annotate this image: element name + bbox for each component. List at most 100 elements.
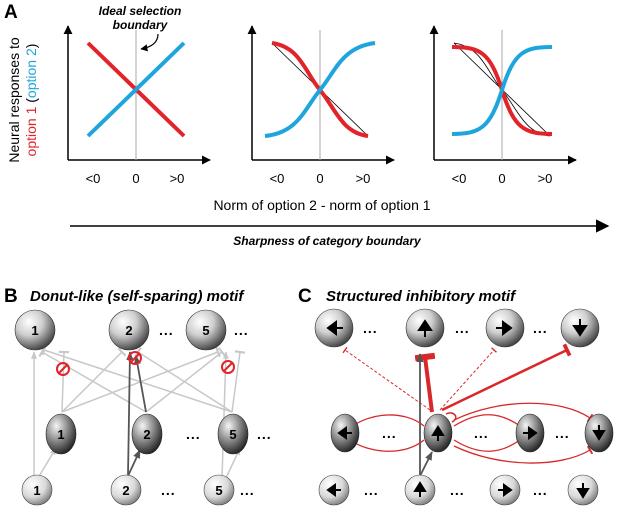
plot3-tick-neg: <0 xyxy=(452,171,467,186)
plot3-option2-curve xyxy=(451,45,553,136)
c-top-neuron-right xyxy=(485,308,525,348)
b-mid-dots: ... xyxy=(186,426,201,442)
c-mid-dots-1: ... xyxy=(382,425,397,441)
panel-c-connections xyxy=(342,343,594,477)
c-mid-neuron-up xyxy=(423,413,453,453)
c-mid-neuron-left xyxy=(330,413,360,453)
b-mid-dots-end: ... xyxy=(257,426,272,442)
arrow-up-icon xyxy=(431,425,445,441)
arrow-left-icon xyxy=(337,426,352,440)
c-bottom-dots-2: ... xyxy=(450,482,465,498)
plot2-tick-zero: 0 xyxy=(316,171,323,186)
plot1-tick-zero: 0 xyxy=(132,171,139,186)
annotation-line1: Ideal selection xyxy=(99,4,182,18)
arrow-up-icon xyxy=(413,481,427,497)
ylabel-line2: option 1 (option 2) xyxy=(23,44,39,157)
c-inh-to-down xyxy=(441,343,572,412)
svg-text:5: 5 xyxy=(215,483,222,498)
plot2-tick-pos: >0 xyxy=(356,171,371,186)
plot1-tick-pos: >0 xyxy=(170,171,185,186)
c-bottom-dots-3: ... xyxy=(533,482,548,498)
c-self-loop xyxy=(445,412,457,423)
c-bottom-neuron-right xyxy=(489,474,521,506)
c-mid-neuron-down xyxy=(584,413,614,453)
plot-sharp-sigmoid: <0 0 >0 xyxy=(429,25,577,186)
b-top-neuron-2: 2 xyxy=(108,309,150,351)
c-lat-right-bot xyxy=(453,435,524,452)
arrow-right-icon xyxy=(496,320,513,336)
b-bottom-dots-end: ... xyxy=(240,482,255,498)
c-inh-to-up xyxy=(414,352,436,413)
arrow-right-icon xyxy=(498,483,513,497)
c-bottom-dots-1: ... xyxy=(364,482,379,498)
b-long-2 xyxy=(126,351,134,477)
panel-a-ylabel: Neural responses to option 1 (option 2) xyxy=(6,37,39,163)
c-mid-dots-3: ... xyxy=(555,425,570,441)
plot2-option2-curve xyxy=(264,41,376,138)
arrow-down-icon xyxy=(576,483,590,499)
svg-text:5: 5 xyxy=(229,427,236,442)
b-mid-neuron-5: 5 xyxy=(217,413,249,455)
b-bottom-dots: ... xyxy=(161,482,176,498)
c-mid-dots-2: ... xyxy=(474,425,489,441)
c-bottom-neuron-down xyxy=(567,474,599,506)
b-m2-t2 xyxy=(133,355,147,413)
ylabel-paren-open: ( xyxy=(23,98,39,107)
annotation-line2: boundary xyxy=(113,18,169,32)
ideal-boundary-annotation: Ideal selection boundary xyxy=(99,4,182,52)
svg-text:2: 2 xyxy=(125,323,132,338)
b-bottom-neuron-1: 1 xyxy=(21,474,53,506)
no-entry-icon xyxy=(128,351,142,365)
c-top-neuron-down xyxy=(560,308,600,348)
arrow-right-icon xyxy=(523,426,538,440)
plot1-tick-neg: <0 xyxy=(86,171,101,186)
arrow-up-icon xyxy=(417,319,433,337)
ylabel-option1: option 1 xyxy=(23,106,39,156)
panel-c-title: Structured inhibitory motif xyxy=(326,288,517,305)
arrow-left-icon xyxy=(326,320,343,336)
c-top-neuron-left xyxy=(314,308,354,348)
annotation-arrow xyxy=(140,33,159,52)
no-entry-icon xyxy=(56,362,70,376)
no-entry-icon xyxy=(221,360,235,374)
panel-b-title: Donut-like (self-sparing) motif xyxy=(30,288,245,305)
plot2-tick-neg: <0 xyxy=(270,171,285,186)
b-top-dots-end: ... xyxy=(234,322,249,338)
sharpness-label: Sharpness of category boundary xyxy=(233,234,422,248)
panel-b-letter: B xyxy=(4,286,18,307)
b-top-dots: ... xyxy=(159,322,174,338)
svg-text:2: 2 xyxy=(122,483,129,498)
c-bottom-neuron-left xyxy=(318,474,350,506)
plot1-option2-curve xyxy=(86,41,186,138)
svg-text:1: 1 xyxy=(33,483,40,498)
c-inh-to-left xyxy=(342,346,431,411)
c-lat-far-top xyxy=(453,402,594,423)
svg-text:5: 5 xyxy=(202,323,209,338)
b-inh-m1-t1 xyxy=(58,350,70,413)
panel-c-letter: C xyxy=(298,286,312,307)
arrow-down-icon xyxy=(592,425,606,441)
b-ff-1 xyxy=(37,447,57,479)
b-mid-neuron-2: 2 xyxy=(131,413,163,455)
b-mid-neuron-1: 1 xyxy=(45,413,77,455)
b-inh-m5-t2 xyxy=(134,347,233,413)
c-lat-far-bot xyxy=(453,445,594,464)
b-inh-m1-t2 xyxy=(61,347,127,413)
c-lat-right-top xyxy=(453,414,524,431)
b-inh-m5-t5 xyxy=(231,350,246,413)
c-bottom-neuron-up xyxy=(404,474,436,506)
svg-text:1: 1 xyxy=(31,323,38,338)
plot3-tick-pos: >0 xyxy=(538,171,553,186)
c-mid-neuron-right xyxy=(515,413,545,453)
b-inh-m5-t1 xyxy=(41,344,233,413)
c-inh-to-right xyxy=(439,347,498,411)
plot-soft-sigmoid: <0 0 >0 xyxy=(247,25,395,186)
panel-a-xlabel: Norm of option 2 - norm of option 1 xyxy=(213,197,430,213)
plot3-tick-zero: 0 xyxy=(498,171,505,186)
plot-linear: <0 0 >0 xyxy=(63,25,211,186)
c-top-dots-2: ... xyxy=(455,320,470,336)
b-bottom-neuron-5: 5 xyxy=(203,474,235,506)
panel-b-connections xyxy=(31,344,246,479)
ylabel-paren-close: ) xyxy=(23,44,39,49)
